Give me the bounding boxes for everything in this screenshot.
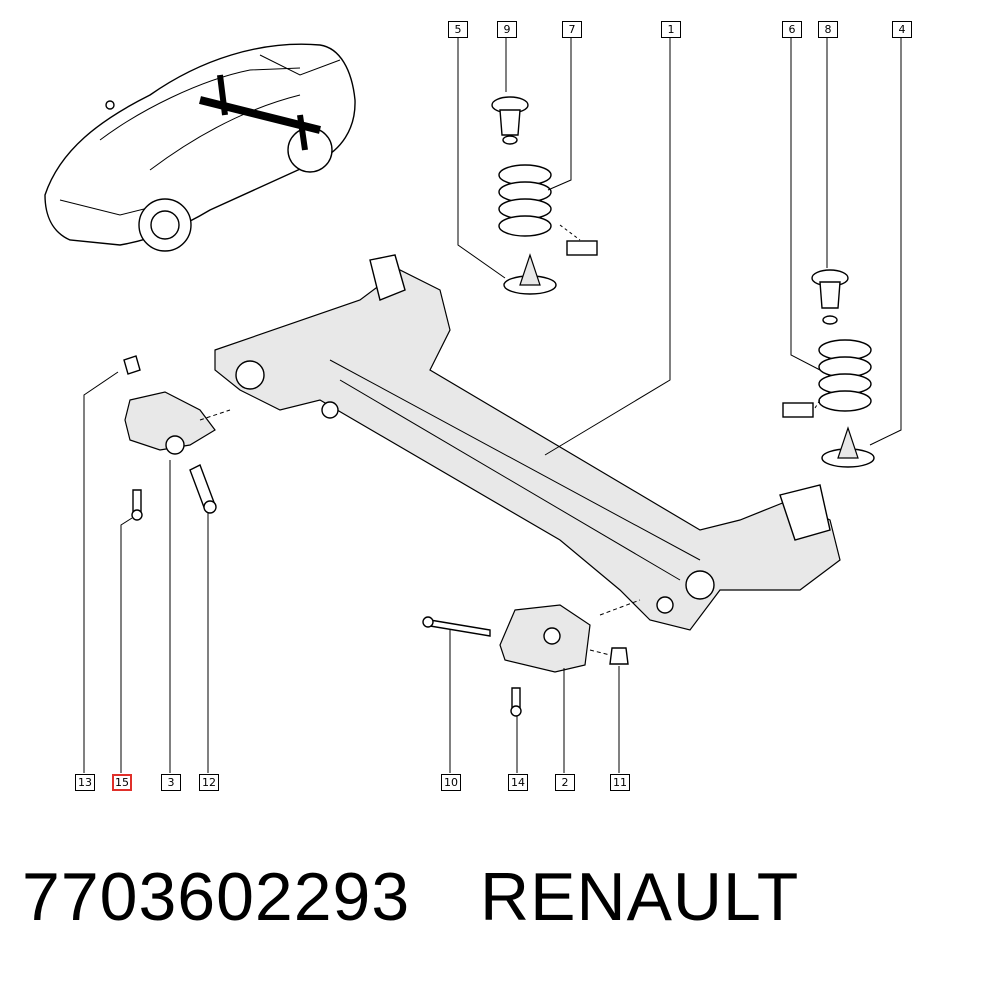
car-illustration: [44, 43, 356, 252]
callout-3: 3: [161, 774, 181, 791]
callout-4: 4: [892, 21, 912, 38]
left-spring-set: [491, 96, 598, 295]
callout-7: 7: [562, 21, 582, 38]
right-spring-set: [782, 269, 875, 468]
part-number: 7703602293: [22, 859, 411, 935]
brand-name: RENAULT: [480, 859, 800, 935]
callout-9: 9: [497, 21, 517, 38]
callout-13: 13: [75, 774, 95, 791]
callout-8: 8: [818, 21, 838, 38]
callout-5: 5: [448, 21, 468, 38]
callout-14: 14: [508, 774, 528, 791]
left-bracket-parts: [123, 355, 231, 521]
callout-12: 12: [199, 774, 219, 791]
right-bracket-parts: [422, 599, 641, 717]
callout-10: 10: [441, 774, 461, 791]
leader-lines: [83, 37, 902, 773]
rear-axle-beam: [214, 254, 841, 631]
callout-1: 1: [661, 21, 681, 38]
callout-11: 11: [610, 774, 630, 791]
callout-6: 6: [782, 21, 802, 38]
callout-2: 2: [555, 774, 575, 791]
callout-15-highlighted: 15: [112, 774, 132, 791]
